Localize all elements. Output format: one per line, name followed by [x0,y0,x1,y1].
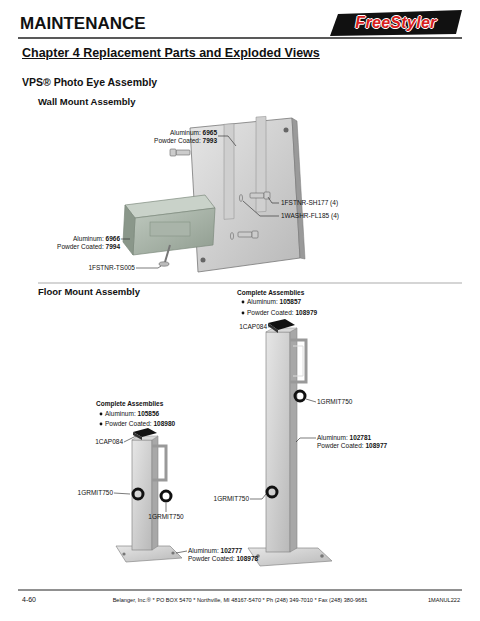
part-number: 1GRMIT750 [317,398,352,405]
page-header: MAINTENANCE [20,14,146,34]
header-rule [18,37,462,39]
part-number: Aluminum: 6965 [170,129,217,136]
section-heading: VPS® Photo Eye Assembly [22,76,157,88]
photo-eye-bracket [123,195,215,266]
subsection-heading: Floor Mount Assembly [38,287,140,298]
leader-lines [114,326,316,553]
part-number: Powder Coated: 7993 [154,137,217,144]
part-number: Powder Coated: 108977 [317,442,387,449]
part-number: 1FSTNR-TS005 [88,264,135,271]
part-number: Aluminum: 105856 [105,410,159,417]
part-number: Aluminum: 102777 [188,547,242,554]
assembly-heading: Complete Assemblies [96,400,163,407]
brand-logo: FreeStyler [355,14,436,32]
page-number: 4-60 [22,596,36,604]
part-number: Powder Coated: 108980 [105,420,175,427]
part-number: Powder Coated: 7994 [57,243,120,250]
part-number: 1GRMIT750 [78,489,113,496]
chapter-title: Chapter 4 Replacement Parts and Exploded… [22,46,320,60]
screws-washers [170,149,270,240]
part-number: 1FSTNR-SH177 (4) [281,199,338,206]
part-number: Aluminum: 102781 [317,434,371,441]
leader-lines [121,136,279,268]
subsection-heading: Wall Mount Assembly [38,97,135,108]
wall-plate [190,116,305,272]
part-number: Powder Coated: 108978 [188,555,258,562]
part-number: 1GRMIT750 [214,495,249,502]
part-number: Powder Coated: 108979 [247,309,317,316]
footer-address: Belanger, Inc.® * PO BOX 5470 * Northvil… [113,597,368,603]
part-number: 1CAP084 [95,438,123,445]
logo-badge [330,10,462,36]
part-number: Aluminum: 105857 [247,298,301,305]
assembly-heading: Complete Assemblies [237,289,304,296]
short-floor-post [116,428,182,562]
part-number: 1WASHR-FL185 (4) [281,212,339,219]
part-number: Aluminum: 6966 [73,235,120,242]
document-number: 1MANUL222 [428,597,460,603]
part-number: 1CAP084 [239,323,267,330]
footer-rule [18,590,462,591]
part-number: 1GRMIT750 [148,513,183,520]
section-rule [38,283,462,284]
